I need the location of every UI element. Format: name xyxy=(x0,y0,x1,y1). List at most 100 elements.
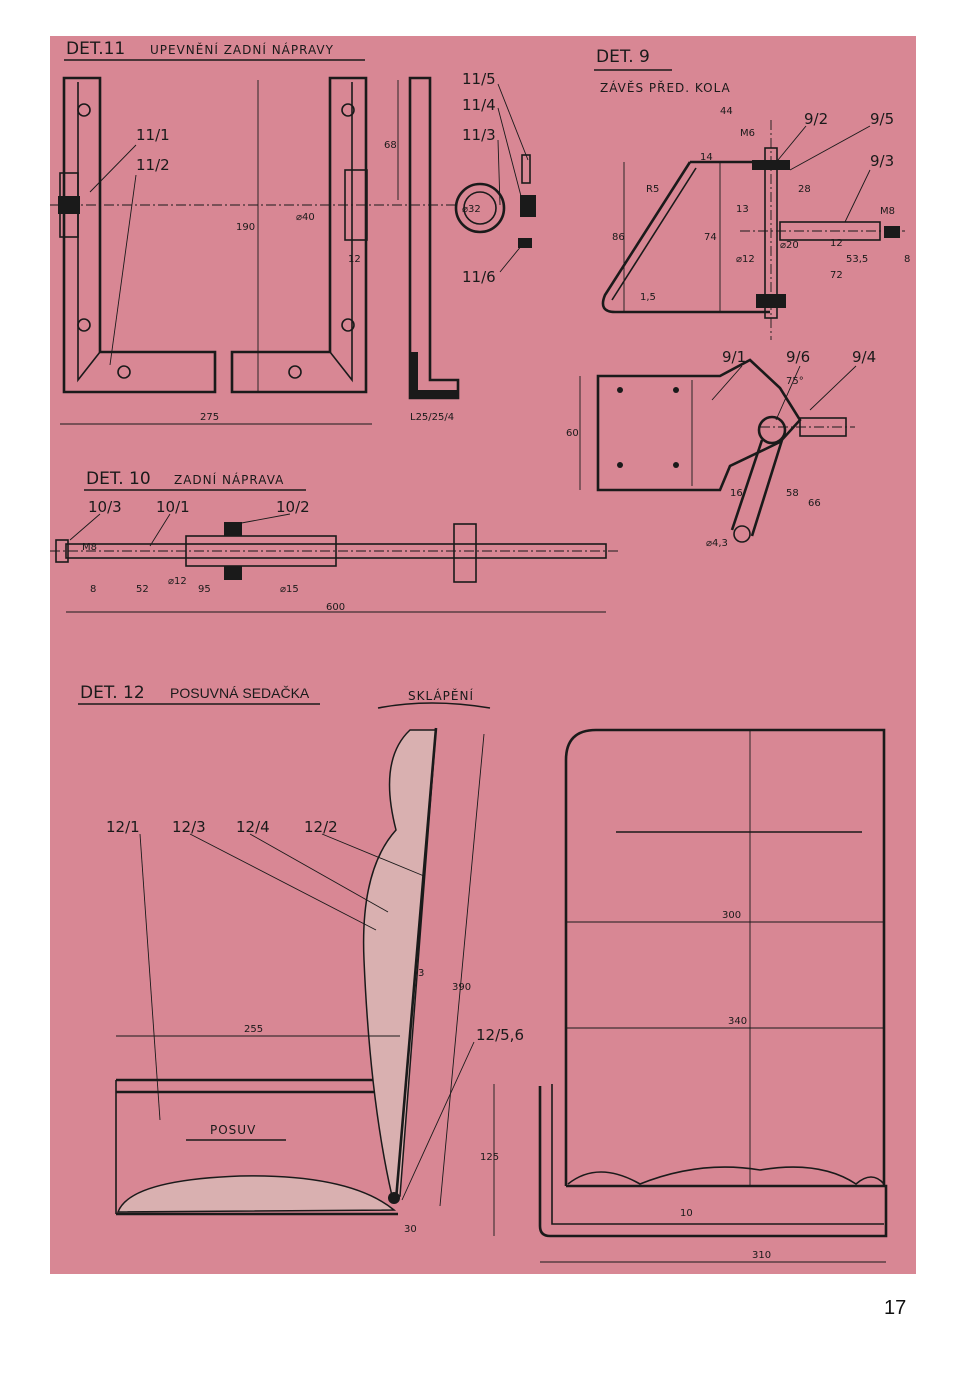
det9-title: DET. 9 xyxy=(596,47,650,67)
det11-nut xyxy=(518,238,532,248)
det9-dim-58: 58 xyxy=(786,488,799,499)
det10-wheel-boss xyxy=(453,523,477,583)
det11-part-4: 11/4 xyxy=(462,96,496,114)
det11-ring-clamp xyxy=(454,182,506,234)
det9-dim-13: 13 xyxy=(736,204,749,215)
det9-leaders xyxy=(777,125,871,223)
det9-axle-nut xyxy=(884,226,900,238)
det9-dim-m6: M6 xyxy=(740,128,755,139)
det10-bearing-bottom xyxy=(224,566,242,580)
det9-part-6: 9/6 xyxy=(786,348,810,366)
det12-seat-cushion xyxy=(116,1175,397,1213)
det11-part-1: 11/1 xyxy=(136,126,170,144)
det11-dim-12: 12 xyxy=(348,254,361,265)
det12-group: DET. 12 POSUVNÁ SEDAČKA SKLÁPĚNÍ POSUV 1… xyxy=(78,683,888,1263)
det9-plate-holes xyxy=(617,387,679,468)
det9-dim-74: 74 xyxy=(704,232,717,243)
det11-part-6: 11/6 xyxy=(462,268,496,286)
det10-subtitle: ZADNÍ NÁPRAVA xyxy=(174,472,284,487)
det10-dim-95: 95 xyxy=(198,584,211,595)
det11-dim-190: 190 xyxy=(236,222,255,233)
det9-part-2: 9/2 xyxy=(804,110,828,128)
det9-pivot xyxy=(757,415,787,445)
det9-part-4: 9/4 xyxy=(852,348,876,366)
det12-dim-125: 125 xyxy=(480,1152,499,1163)
det12-backrest-cushion xyxy=(362,729,437,1197)
det11-leaders xyxy=(89,83,529,366)
det12-part-1: 12/1 xyxy=(106,818,140,836)
det10-part-1: 10/1 xyxy=(156,498,190,516)
det11-clamp-bolt xyxy=(520,195,536,217)
det10-dim-8: 8 xyxy=(90,584,96,595)
det10-leaders xyxy=(69,513,291,547)
det9-dim-60: 60 xyxy=(566,428,579,439)
det12-slide-label: POSUV xyxy=(210,1123,256,1137)
page-number: 17 xyxy=(884,1297,907,1319)
det10-part-2: 10/2 xyxy=(276,498,310,516)
det12-dim-390: 390 xyxy=(452,982,471,993)
det9-steering-arm xyxy=(730,439,784,537)
det12-part-2: 12/2 xyxy=(304,818,338,836)
det11-dim-68: 68 xyxy=(384,140,397,151)
det9-dim-66: 66 xyxy=(808,498,821,509)
det11-bracket-left xyxy=(62,76,217,394)
det12-part-5-6: 12/5,6 xyxy=(476,1026,524,1044)
det12-seat-frame xyxy=(538,1086,888,1238)
det12-dim-10: 10 xyxy=(680,1208,693,1219)
det10-bearing-top xyxy=(224,522,242,536)
det9-dim-16: 16 xyxy=(730,488,743,499)
det12-backrest-outline xyxy=(564,728,886,1186)
det12-seat-cushions xyxy=(567,1166,885,1186)
det10-group: DET. 10 ZADNÍ NÁPRAVA 10/3 10/1 10/2 M8 … xyxy=(50,469,620,613)
det9-dim-86: 86 xyxy=(612,232,625,243)
det10-part-3: 10/3 xyxy=(88,498,122,516)
det10-dim-52: 52 xyxy=(136,584,149,595)
det12-backrest-board xyxy=(394,727,438,1201)
det12-tilt-label: SKLÁPĚNÍ xyxy=(408,688,474,703)
det11-group: DET.11 UPEVNĚNÍ ZADNÍ NÁPRAVY xyxy=(50,39,536,425)
det9-frame-inner xyxy=(611,167,697,301)
det12-hinge xyxy=(388,1192,400,1204)
det12-seat-frame-inner xyxy=(551,1084,884,1225)
det9-dim-75deg: 75° xyxy=(786,376,804,387)
det11-ring-inner xyxy=(463,191,497,225)
det9-part-1: 9/1 xyxy=(722,348,746,366)
det9-subtitle: ZÁVĚS PŘED. KOLA xyxy=(600,80,731,95)
det12-dim-340: 340 xyxy=(728,1016,747,1027)
det12-dim-300: 300 xyxy=(722,910,741,921)
det12-leaders xyxy=(139,833,475,1201)
det9-dim-44: 44 xyxy=(720,106,733,117)
det9-arm-leaders xyxy=(711,365,857,421)
det12-title: DET. 12 xyxy=(80,683,145,703)
det11-dim-275: 275 xyxy=(200,412,219,423)
det9-part-3: 9/3 xyxy=(870,152,894,170)
det11-bracket-right-inner xyxy=(329,82,353,383)
det9-dim-m8: M8 xyxy=(880,206,895,217)
det11-subtitle: UPEVNĚNÍ ZADNÍ NÁPRAVY xyxy=(150,42,334,57)
det12-dim-3: 3 xyxy=(418,968,424,979)
det9-dim-d20: ⌀20 xyxy=(780,240,799,251)
det9-dim-1-5: 1,5 xyxy=(640,292,656,303)
det10-dim-d12: ⌀12 xyxy=(168,576,187,587)
det9-dim-r5: R5 xyxy=(646,184,659,195)
det11-bracket-left-inner xyxy=(77,82,101,383)
det12-dim-310: 310 xyxy=(752,1250,771,1261)
det9-dim-14: 14 xyxy=(700,152,713,163)
det9-arm-eye xyxy=(733,525,751,543)
det11-dim-d32: ⌀32 xyxy=(462,204,481,215)
det12-dim-255: 255 xyxy=(244,1024,263,1035)
det11-bracket-right xyxy=(230,76,368,394)
det12-dim-390-line xyxy=(439,733,485,1207)
det12-tilt-arrow xyxy=(377,702,491,709)
det11-part-2: 11/2 xyxy=(136,156,170,174)
det9-dim-28: 28 xyxy=(798,184,811,195)
det9-steering-plate xyxy=(596,358,802,492)
det11-dim-lprofile: L25/25/4 xyxy=(410,412,454,423)
det11-l-profile xyxy=(408,76,460,400)
det10-dim-600: 600 xyxy=(326,602,345,613)
det11-bolt xyxy=(521,154,531,184)
det9-dim-8: 8 xyxy=(904,254,910,265)
det10-title: DET. 10 xyxy=(86,469,151,489)
det11-part-5: 11/5 xyxy=(462,70,496,88)
